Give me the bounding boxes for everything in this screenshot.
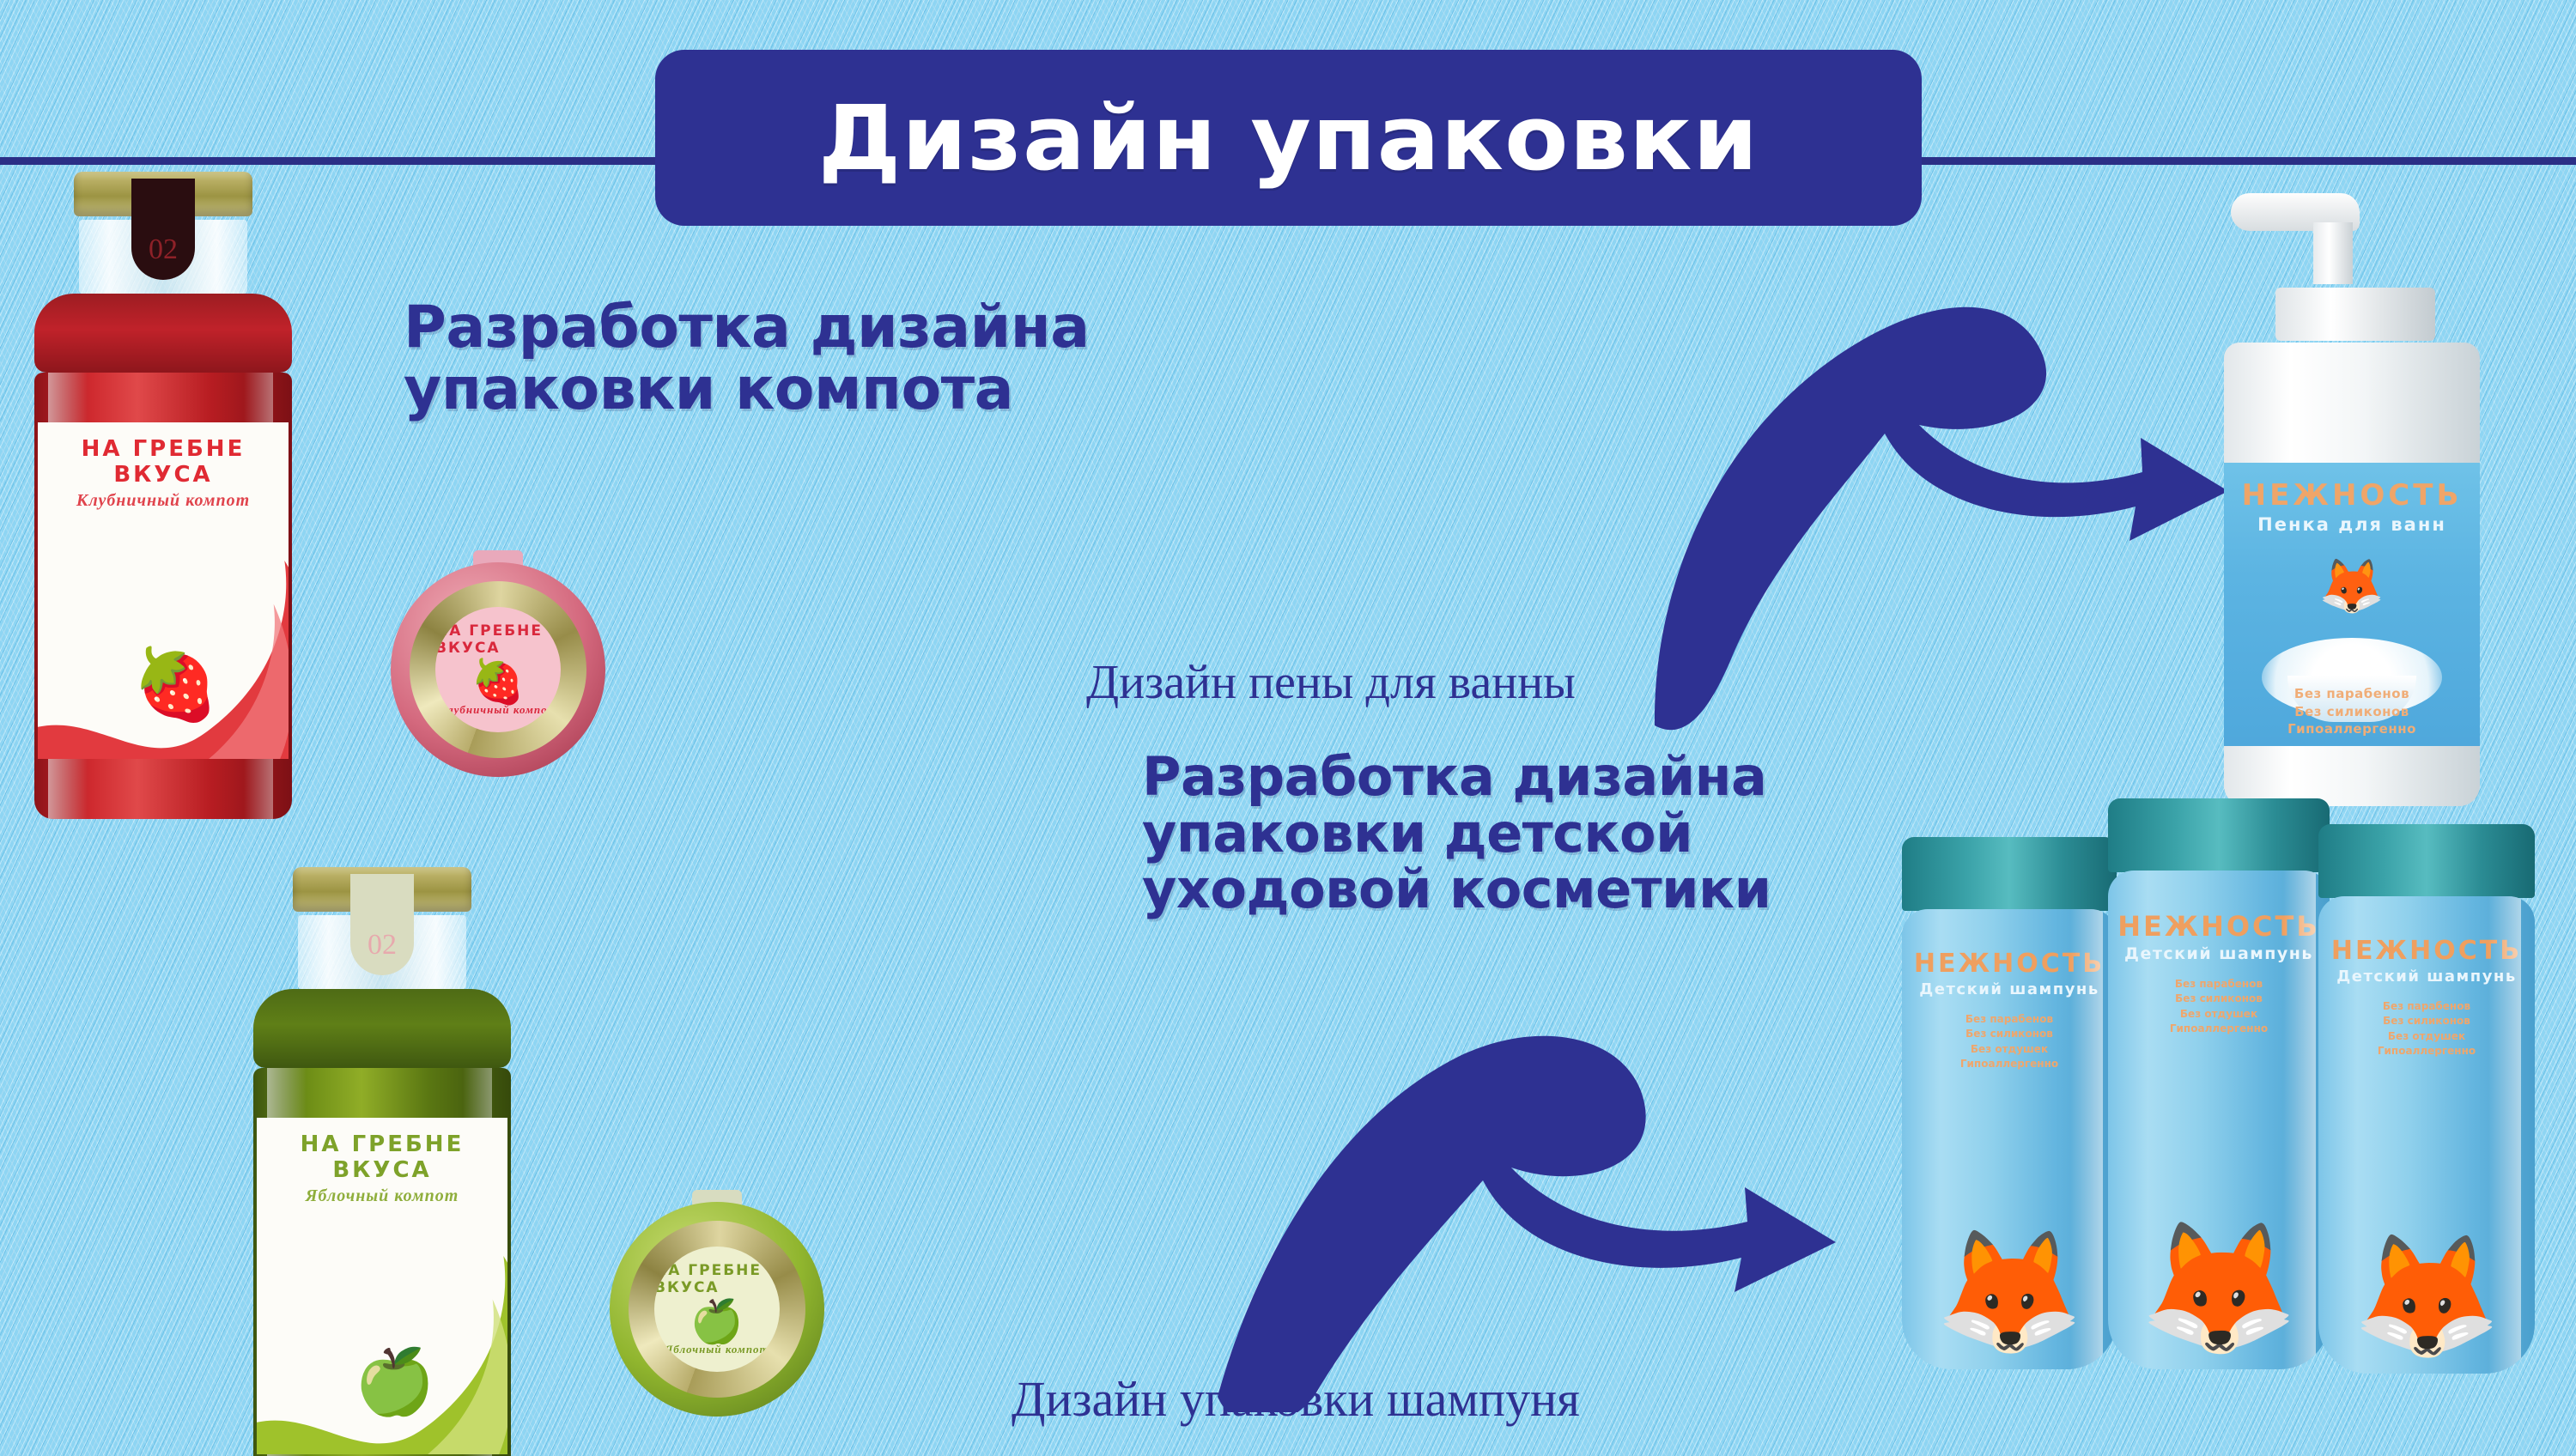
claim-item: Без силиконов [2383,1015,2470,1028]
label-wave-artwork: 🍓 [38,560,289,759]
label-claims: Без парабенов Без силиконов Гипоаллерген… [2224,685,2480,737]
claim-item: Без парабенов [2382,1000,2471,1012]
pump-dispenser [2224,193,2482,288]
lid-brand: НА ГРЕБНЕ ВКУСА [435,622,544,657]
label-brand: НЕЖНОСТЬ [2241,478,2463,513]
bottle-highlight [2488,896,2521,1374]
product-strawberry-bottle: 02 НА ГРЕБНЕ ВКУСА Клубничный компот 🍓 [34,172,292,819]
lid-face: НА ГРЕБНЕ ВКУСА 🍓 Клубничный компот [435,607,561,732]
pump-stem [2313,222,2353,284]
bottle-highlight [2070,909,2103,1369]
fox-icon: 🦊 [1934,1224,2085,1359]
claim-item: Без отдушек [2179,1007,2258,1020]
cap-tag-number: 02 [350,874,414,975]
bottle-cap: 02 [253,867,511,975]
bottle-body: НЕЖНОСТЬ Детский шампунь Без парабенов Б… [1902,909,2117,1369]
bottle-shoulder [253,989,511,1068]
label-flavour: Яблочный компот [305,1186,459,1205]
label-product: Детский шампунь [1919,980,2099,998]
heading-kids-care: Разработка дизайна упаковки детской уход… [1142,745,1771,921]
label-wave-artwork: 🍏 [257,1255,507,1454]
claim-item: Без силиконов [2294,703,2409,719]
claim-item: Без отдушек [1970,1042,2049,1055]
header-rule-right [1919,157,2576,165]
bottle-cap [2108,798,2330,872]
curved-arrow-icon-top [1654,306,2228,731]
fox-icon: 🦊 [2351,1228,2502,1363]
claim-item: Без отдушек [2387,1029,2466,1042]
curved-arrow-icon-bottom [1218,1035,1836,1412]
cap-tag-number: 02 [131,179,195,280]
bottle-highlight [2283,871,2316,1369]
label-product: Детский шампунь [2336,968,2517,986]
product-apple-lid: НА ГРЕБНЕ ВКУСА 🍏 Яблочный компот [610,1190,824,1417]
apple-icon: 🍏 [354,1344,435,1418]
apple-icon: 🍏 [690,1297,744,1345]
bottle-cap [1902,837,2117,911]
product-apple-bottle: 02 НА ГРЕБНЕ ВКУСА Яблочный компот 🍏 [253,867,511,1456]
label-brand: НЕЖНОСТЬ [2330,936,2523,966]
claim-item: Без парабенов [2293,686,2410,702]
strawberry-icon: 🍓 [471,658,526,706]
bottle-cap [2318,824,2535,898]
label-product: Детский шампунь [2124,944,2313,963]
lid-flavour: Клубничный компот [439,703,557,716]
pump-collar [2275,288,2435,341]
bottle-cap: 02 [34,172,292,280]
label-brand: НА ГРЕБНЕ ВКУСА [300,1131,465,1183]
claim-item: Гипоаллергенно [1959,1058,2059,1071]
bottle-body: НА ГРЕБНЕ ВКУСА Клубничный компот 🍓 [34,373,292,819]
lid-brand: НА ГРЕБНЕ ВКУСА [654,1262,762,1296]
claim-item: Без парабенов [2174,978,2263,990]
label-claims: Без парабенов Без силиконов Без отдушек … [1902,1012,2117,1072]
claim-item: Без силиконов [1965,1028,2053,1040]
page-title: Дизайн упаковки [817,85,1759,191]
caption-bath-foam: Дизайн пены для ванны [1086,656,1576,709]
bottle-body: НЕЖНОСТЬ Пенка для ванн 🦊 Без парабенов … [2224,343,2480,806]
claim-item: Без силиконов [2175,992,2263,1005]
product-strawberry-lid: НА ГРЕБНЕ ВКУСА 🍓 Клубничный компот [391,550,605,777]
fox-icon: 🦊 [2138,1216,2300,1360]
lid-flavour: Яблочный компот [665,1343,769,1356]
claim-item: Гипоаллергенно [2377,1045,2476,1058]
product-shampoo-bottle-1: НЕЖНОСТЬ Детский шампунь Без парабенов Б… [1902,837,2117,1369]
lid-face: НА ГРЕБНЕ ВКУСА 🍏 Яблочный компот [654,1247,780,1372]
claim-item: Без парабенов [1965,1013,2054,1025]
bathtub-artwork [2287,676,2416,722]
product-shampoo-bottle-2: НЕЖНОСТЬ Детский шампунь Без парабенов Б… [2108,798,2330,1369]
label-product: Пенка для ванн [2257,514,2446,535]
bottle-body: НЕЖНОСТЬ Детский шампунь Без парабенов Б… [2108,871,2330,1369]
bottle-body: НА ГРЕБНЕ ВКУСА Яблочный компот 🍏 [253,1068,511,1456]
bottle-label: НЕЖНОСТЬ Пенка для ванн 🦊 Без парабенов … [2224,463,2480,746]
heading-compote: Разработка дизайна упаковки компота [404,294,1090,424]
product-shampoo-bottle-3: НЕЖНОСТЬ Детский шампунь Без парабенов Б… [2318,824,2535,1374]
bottle-label: НА ГРЕБНЕ ВКУСА Клубничный компот 🍓 [38,422,289,759]
claim-item: Гипоаллергенно [2169,1022,2269,1035]
bottle-shoulder [34,294,292,373]
strawberry-icon: 🍓 [132,645,219,724]
title-banner: Дизайн упаковки [655,50,1922,226]
bottle-body: НЕЖНОСТЬ Детский шампунь Без парабенов Б… [2318,896,2535,1374]
label-brand: НА ГРЕБНЕ ВКУСА [81,436,246,488]
label-claims: Без парабенов Без силиконов Без отдушек … [2318,999,2535,1059]
bottle-label: НА ГРЕБНЕ ВКУСА Яблочный компот 🍏 [257,1118,507,1454]
product-bath-foam-bottle: НЕЖНОСТЬ Пенка для ванн 🦊 Без парабенов … [2224,193,2482,806]
claim-item: Гипоаллергенно [2287,720,2416,737]
label-flavour: Клубничный компот [76,491,251,510]
fox-icon: 🦊 [2318,557,2385,616]
label-claims: Без парабенов Без силиконов Без отдушек … [2108,977,2330,1037]
header-rule-left [0,157,670,165]
